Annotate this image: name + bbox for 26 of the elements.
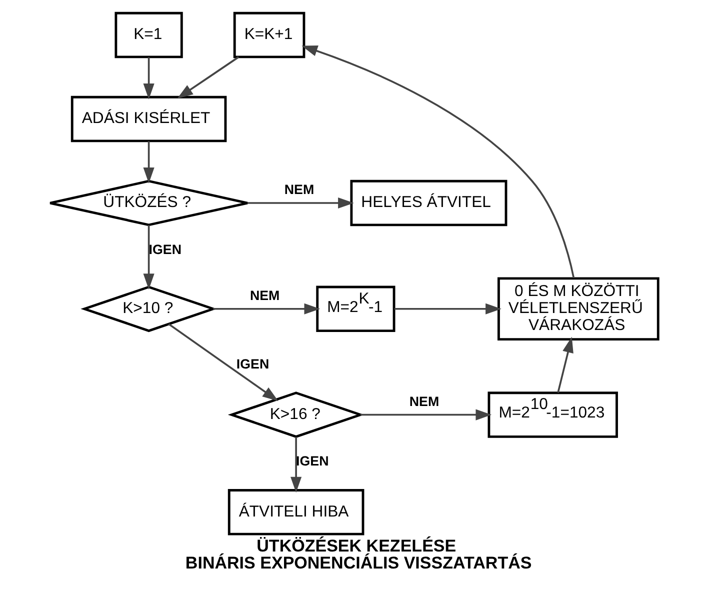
- arrow: [290, 437, 302, 493]
- arrow: [213, 303, 320, 314]
- node-box: K=1: [114, 12, 183, 58]
- arrow: [557, 336, 574, 393]
- node-box: ADÁSI KISÉRLET: [70, 96, 227, 142]
- arrow: [168, 323, 278, 402]
- arrow: [143, 141, 154, 184]
- node-diamond: ÜTKÖZÉS ?: [48, 180, 249, 226]
- edge-label: NEM: [250, 288, 280, 304]
- node-box: ÁTVITELI HIBA: [228, 489, 364, 536]
- arrow: [143, 225, 154, 290]
- arrow: [394, 303, 502, 314]
- edge-label: IGEN: [236, 356, 270, 372]
- edge-label: NEM: [284, 182, 314, 198]
- arrow: [177, 56, 240, 99]
- node-box: K=K+1: [233, 12, 306, 58]
- node-box: 0 ÉS M KÖZÖTTI VÉLETLENSZERŰ VÁRAKOZÁS: [497, 277, 660, 341]
- edge-label: NEM: [409, 394, 440, 410]
- arrow: [302, 46, 575, 278]
- node-box: HELYES ÁTVITEL: [350, 180, 508, 226]
- caption: BINÁRIS EXPONENCIÁLIS VISSZATARTÁS: [185, 553, 532, 572]
- edge-label: IGEN: [148, 242, 182, 257]
- arrow: [143, 57, 154, 100]
- arrow: [248, 197, 354, 209]
- node-diamond: K>16 ?: [228, 392, 364, 438]
- arrow: [360, 409, 492, 420]
